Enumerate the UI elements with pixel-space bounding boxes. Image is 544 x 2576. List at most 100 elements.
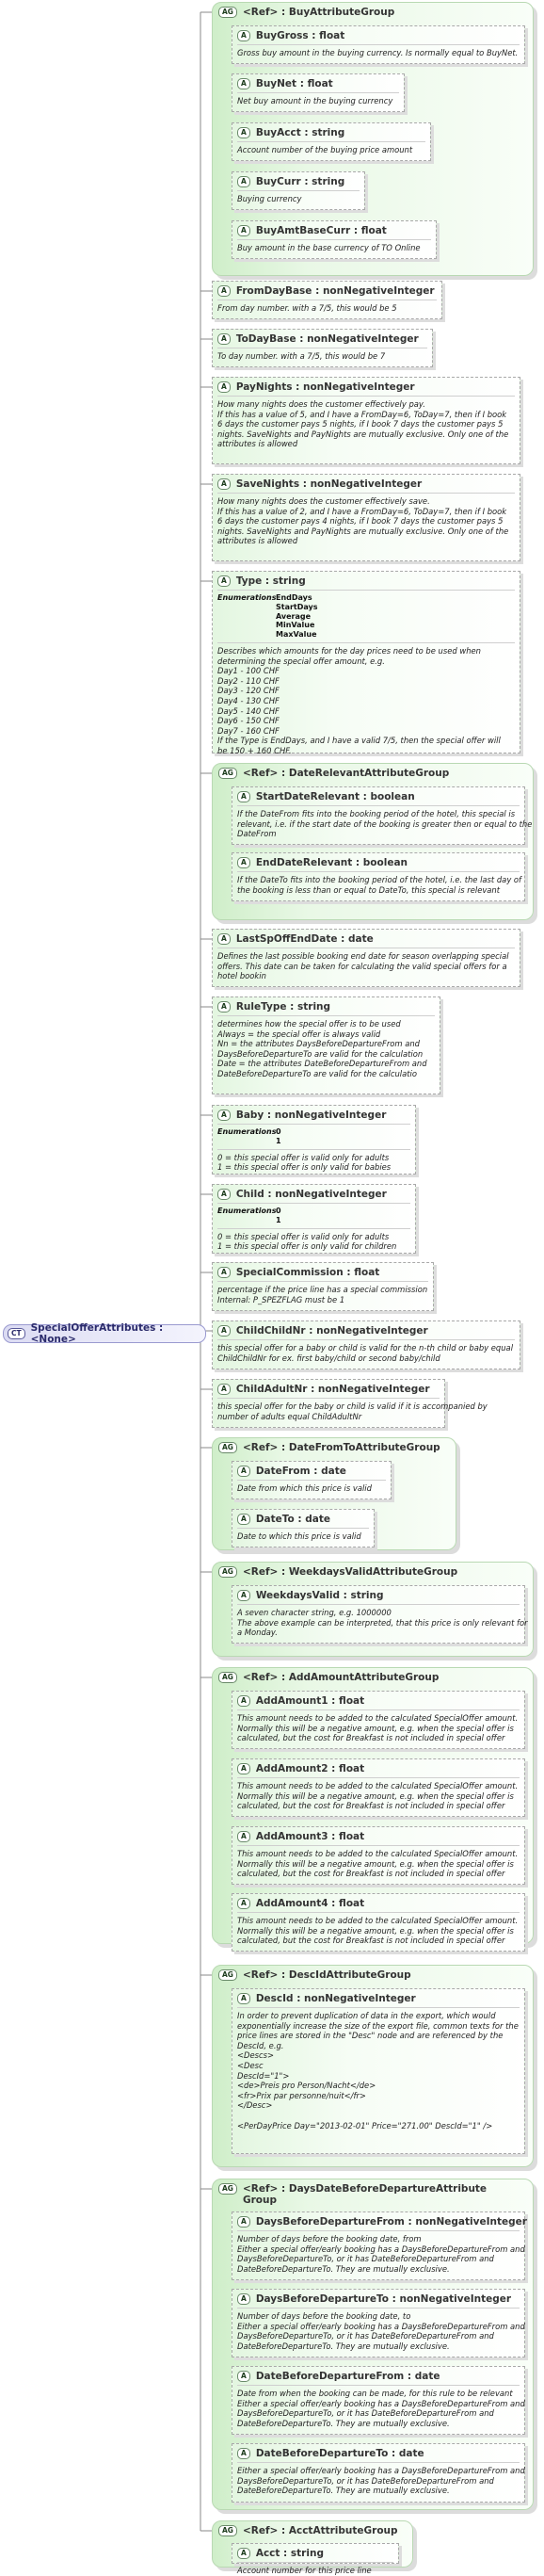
node-title: BuyGross : float <box>255 30 345 41</box>
node-header: AG<Ref> : DateRelevantAttributeGroup <box>218 768 527 779</box>
documentation-line: How many nights does the customer effect… <box>217 399 425 409</box>
documentation-line: How many nights does the customer effect… <box>217 496 430 506</box>
documentation-line: To day number. with a 7/5, this would be… <box>217 351 386 361</box>
attribute-tag: A <box>237 176 250 187</box>
documentation-line: Internal: P_SPEZFLAG must be 1 <box>217 1294 345 1304</box>
documentation-line: 0 = this special offer is valid only for… <box>217 1152 390 1162</box>
documentation-line: Number of days before the booking date, … <box>237 2234 422 2244</box>
documentation-line: DaysBeforeDepartureTo, or it has DateBef… <box>237 2408 494 2419</box>
documentation-line <box>237 2111 520 2121</box>
documentation-line: Day4 - 130 CHF <box>217 695 280 705</box>
documentation: If the DateTo fits into the booking peri… <box>237 871 522 895</box>
documentation-line: This amount needs to be added to the cal… <box>237 1781 519 1790</box>
documentation-line: Normally this will be a negative amount,… <box>237 1790 514 1801</box>
attribute-tag: A <box>237 127 250 138</box>
documentation-line: Date from when the booking can be made, … <box>237 2389 513 2398</box>
documentation-line: </Desc> <box>237 2100 273 2111</box>
documentation-line: If the DateTo fits into the booking peri… <box>237 875 522 884</box>
documentation-line: be 150 + 160 CHF. <box>217 745 292 755</box>
documentation-line: Date = the attributes DateBeforeDepartur… <box>217 1059 427 1069</box>
node-header: AG<Ref> : DaysDateBeforeDepartureAttribu… <box>218 2183 527 2195</box>
documentation-line: 1 = this special offer is only valid for… <box>217 1162 392 1173</box>
attribute-tag: A <box>237 1514 250 1525</box>
node-title: ChildAdultNr : nonNegativeInteger <box>235 1384 430 1395</box>
documentation-line: If the Type is EndDays, and I have a val… <box>217 736 501 746</box>
documentation: Buying currency <box>237 190 360 204</box>
documentation-line: attributes is allowed <box>217 536 298 546</box>
enumerations-label: Enumerations <box>217 1127 277 1136</box>
documentation-line: this special offer for the baby or child… <box>217 1401 488 1411</box>
documentation-line: hotel bookin <box>217 971 266 981</box>
node-title: ChildChildNr : nonNegativeInteger <box>235 1325 428 1337</box>
node-header: AG<Ref> : AddAmountAttributeGroup <box>218 1672 527 1683</box>
attribute-tag: A <box>237 1590 250 1601</box>
documentation-line: DateBeforeDepartureTo. They are mutually… <box>237 2486 450 2496</box>
attribute-tag: A <box>217 1325 231 1337</box>
documentation-line: determines how the special offer is to b… <box>217 1019 401 1029</box>
enumeration-value: MaxValue <box>276 630 317 640</box>
documentation-line: calculated, but the cost for Breakfast i… <box>237 1936 505 1946</box>
documentation-line: <de>Preis pro Person/Nacht</de> <box>237 2081 376 2091</box>
documentation-line: <fr>Prix par personne/nuit</fr> <box>237 2090 366 2100</box>
documentation-line: DateBeforeDepartureTo. They are mutually… <box>237 2263 450 2274</box>
documentation: determines how the special offer is to b… <box>217 1015 435 1079</box>
node-title: DateTo : date <box>255 1514 330 1525</box>
node-title: BuyNet : float <box>255 78 333 89</box>
attribute-tag: A <box>217 333 231 345</box>
complex-type-root[interactable]: CT SpecialOfferAttributes : <None> <box>3 1322 206 1345</box>
documentation: Account number of the buying price amoun… <box>237 141 425 155</box>
node-title: DaysBeforeDepartureFrom : nonNegativeInt… <box>255 2216 527 2228</box>
documentation-line: 6 days the customer pays 5 nights, if I … <box>217 419 504 429</box>
documentation-line: The above example can be interpreted, th… <box>237 1617 528 1628</box>
node-title: RuleType : string <box>235 1001 331 1013</box>
documentation-line: In order to prevent duplication of data … <box>237 2011 496 2020</box>
attribute-tag: A <box>237 2293 250 2305</box>
node-title: DateFrom : date <box>255 1466 346 1477</box>
